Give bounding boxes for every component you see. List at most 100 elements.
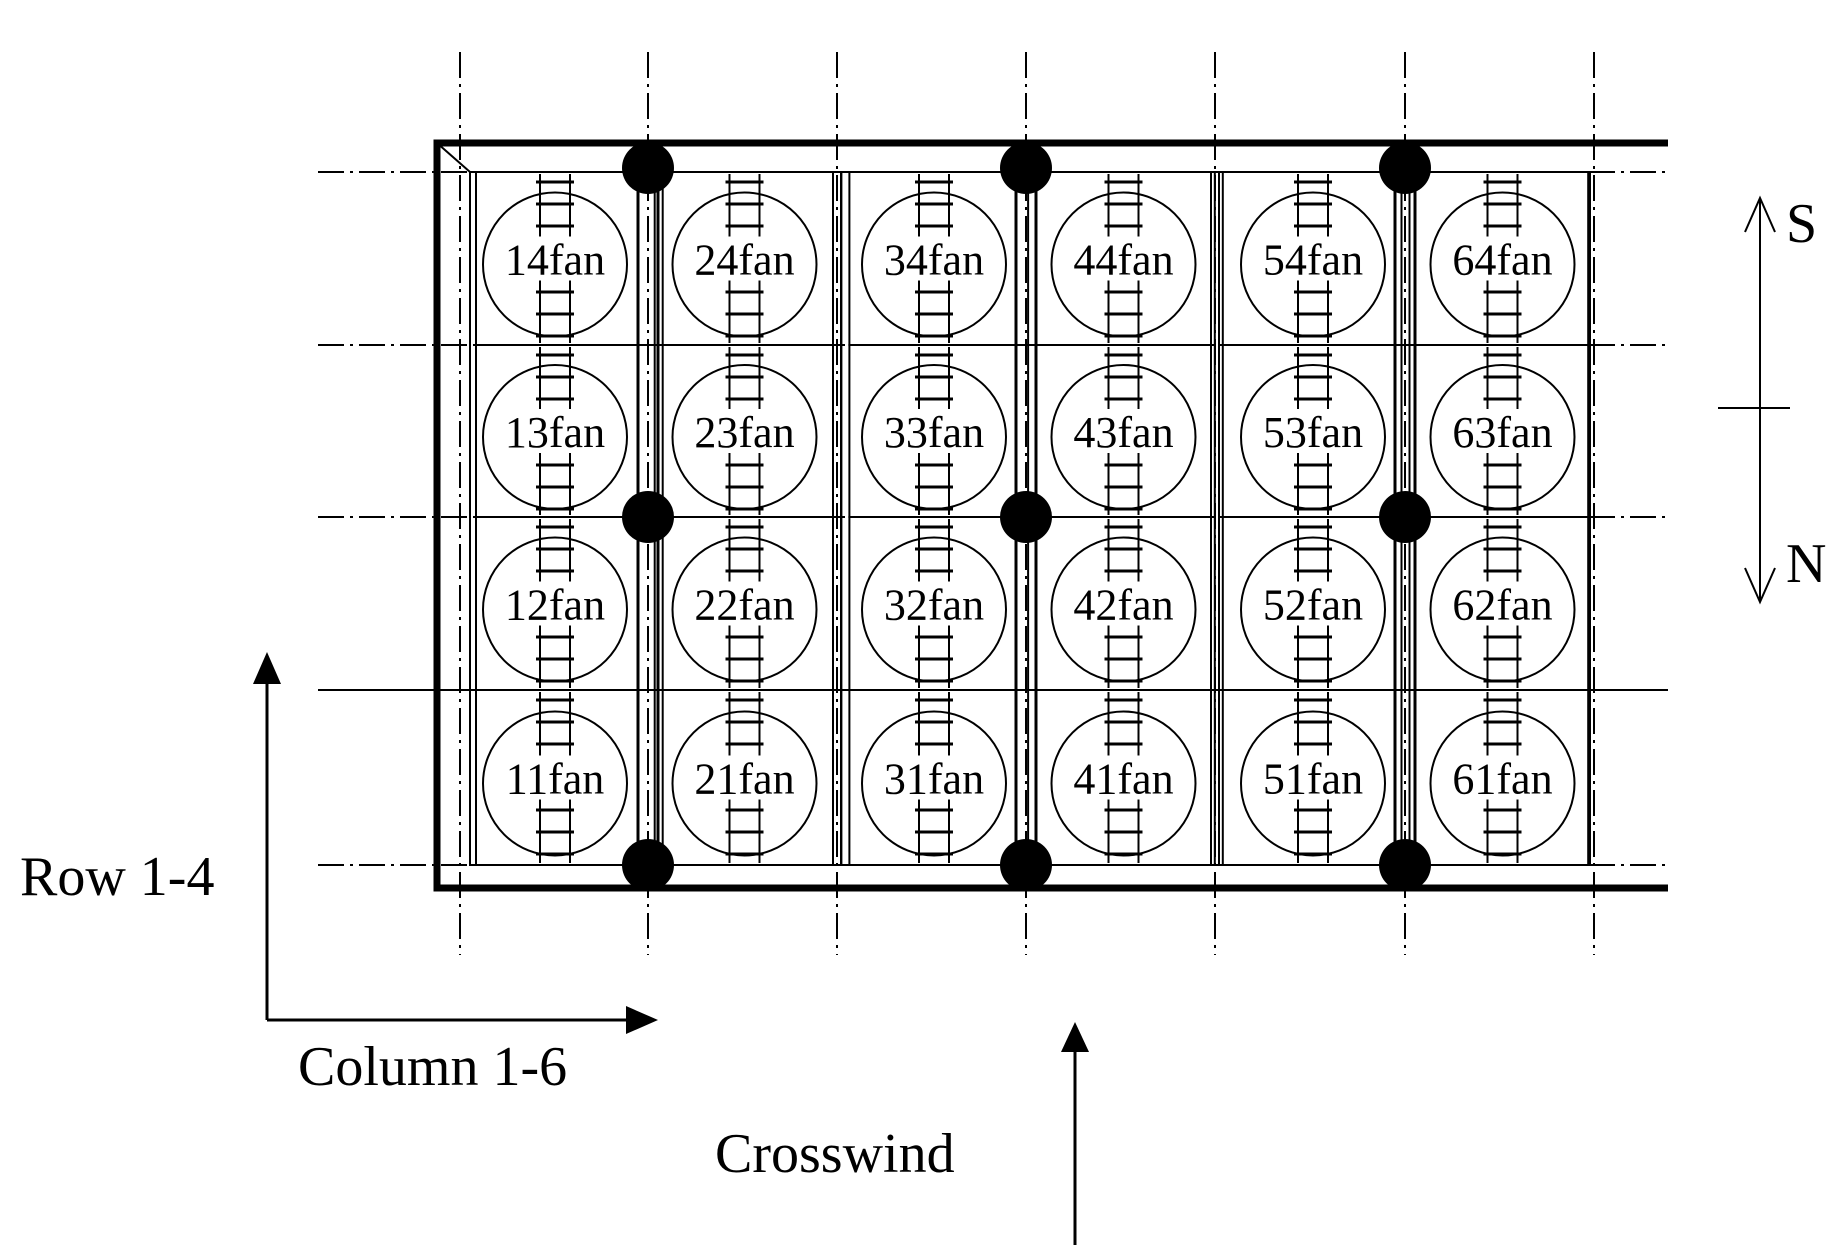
fan-label: 54fan [1263,236,1363,285]
fan-label-bg [1255,236,1371,281]
fan-label-bg [1444,755,1561,800]
fan-label-bg [1255,581,1371,626]
support-column-dot [622,491,674,543]
fan-label: 62fan [1452,581,1552,630]
fan-label: 33fan [884,408,984,457]
fan-unit: 12fan [482,519,628,688]
fan-label: 21fan [694,755,794,804]
fan-label-bg [686,755,803,800]
fan-label-bg [686,236,803,281]
north-label: N [1786,533,1826,595]
fan-label-bg [1065,409,1182,453]
fan-unit: 53fan [1240,347,1386,515]
fan-unit: 54fan [1240,174,1386,343]
fan-label: 32fan [884,581,984,630]
south-label: S [1786,193,1817,255]
fan-label: 42fan [1073,581,1173,630]
support-column-dot [622,142,674,194]
fan-unit: 42fan [1050,519,1197,688]
fan-label-bg [1444,409,1561,453]
fan-unit: 51fan [1240,692,1386,863]
compass-sn [1718,195,1790,605]
fan-label-bg [1065,755,1182,800]
fan-label: 11fan [506,755,605,804]
frame-corner [436,142,471,173]
fan-label-bg [1444,581,1561,626]
fan-label: 61fan [1452,755,1552,804]
fan-cell-box [848,689,1030,866]
fan-cell-box [475,689,656,866]
crosswind-arrow-head [1061,1022,1089,1052]
fan-unit: 23fan [671,347,818,515]
support-column-dot [1379,491,1431,543]
fan-unit: 62fan [1429,519,1576,688]
fan-unit: 33fan [861,347,1007,515]
fan-label: 31fan [884,755,984,804]
fan-unit: 34fan [861,174,1007,343]
fan-unit: 61fan [1429,692,1576,863]
fan-label: 23fan [694,408,794,457]
fan-label-bg [497,755,613,800]
fan-unit: 44fan [1050,174,1197,343]
fan-label-bg [1255,755,1371,800]
fan-label-bg [686,581,803,626]
fan-unit: 13fan [482,347,628,515]
fan-unit: 43fan [1050,347,1197,515]
fan-unit: 31fan [861,692,1007,863]
fan-unit: 64fan [1429,174,1576,343]
fan-unit: 41fan [1050,692,1197,863]
column-arrow-head [626,1006,658,1034]
fan-label: 44fan [1073,236,1173,285]
fan-unit: 21fan [671,692,818,863]
fan-label-bg [1065,581,1182,626]
support-column-dot [1000,839,1052,891]
crosswind-label: Crosswind [715,1123,955,1185]
fan-label-bg [1065,236,1182,281]
fan-unit: 22fan [671,519,818,688]
fan-label: 52fan [1263,581,1363,630]
fan-label-bg [686,409,803,453]
support-column-dot [1000,142,1052,194]
support-columns [622,142,1431,891]
support-column-dot [1379,142,1431,194]
fan-cell-box [1221,689,1403,866]
fan-label: 12fan [505,581,605,630]
fan-label-bg [497,409,613,453]
fan-label: 43fan [1073,408,1173,457]
fan-unit: 11fan [482,692,628,863]
fan-unit: 63fan [1429,347,1576,515]
fan-label: 24fan [694,236,794,285]
crosswind-arrow [1061,1022,1089,1245]
fan-label-bg [876,236,992,281]
fan-label: 13fan [505,408,605,457]
fan-label-bg [497,581,613,626]
fan-label-bg [1444,236,1561,281]
column-label: Column 1-6 [298,1036,567,1098]
support-column-dot [1000,491,1052,543]
fan-cells: 14fan 24fan 34fan 44fan 54fan 64fan 13fan 23fan… [482,174,1576,863]
fan-unit: 32fan [861,519,1007,688]
fan-label: 22fan [694,581,794,630]
fan-label: 63fan [1452,408,1552,457]
fan-label: 51fan [1263,755,1363,804]
fan-cell-box [1408,689,1590,866]
row-arrow-head [253,652,281,684]
fan-label: 53fan [1263,408,1363,457]
fan-label: 41fan [1073,755,1173,804]
platform-frame [433,139,1668,892]
row-column-arrows [253,652,658,1034]
fan-label: 64fan [1452,236,1552,285]
fan-label-bg [1255,409,1371,453]
fan-unit: 14fan [482,174,628,343]
fan-label-bg [876,581,992,626]
row-label: Row 1-4 [20,846,214,908]
fan-label: 34fan [884,236,984,285]
fan-label: 14fan [505,236,605,285]
fan-unit: 52fan [1240,519,1386,688]
center-lines [318,52,1668,955]
fan-label-bg [876,755,992,800]
fan-label-bg [876,409,992,453]
fan-label-bg [497,236,613,281]
